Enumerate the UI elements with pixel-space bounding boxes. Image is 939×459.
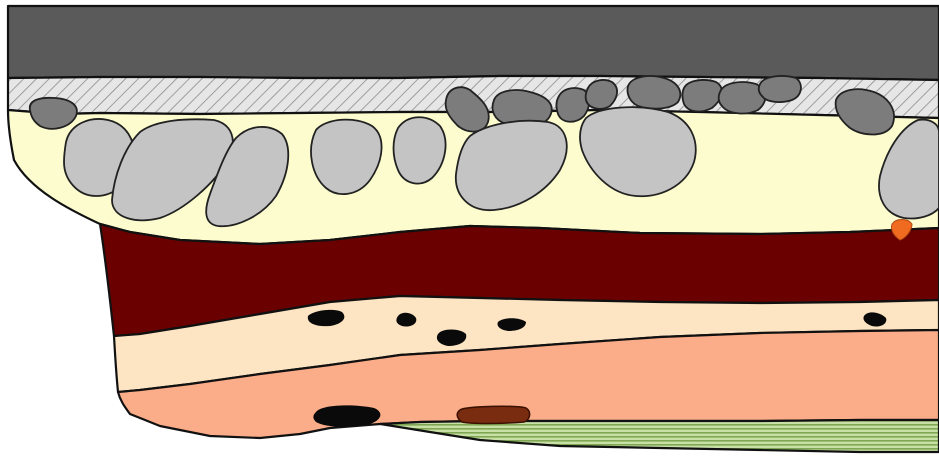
green-striped-base bbox=[380, 420, 939, 452]
dark-cobble bbox=[759, 76, 801, 102]
dark-cobble bbox=[586, 80, 617, 109]
dark-cobble bbox=[30, 98, 77, 129]
dark-cobble bbox=[557, 88, 590, 122]
dark-cobble bbox=[627, 76, 680, 109]
brick-fragment bbox=[457, 406, 529, 423]
charcoal-lens bbox=[313, 405, 380, 426]
asphalt-layer bbox=[8, 6, 939, 80]
